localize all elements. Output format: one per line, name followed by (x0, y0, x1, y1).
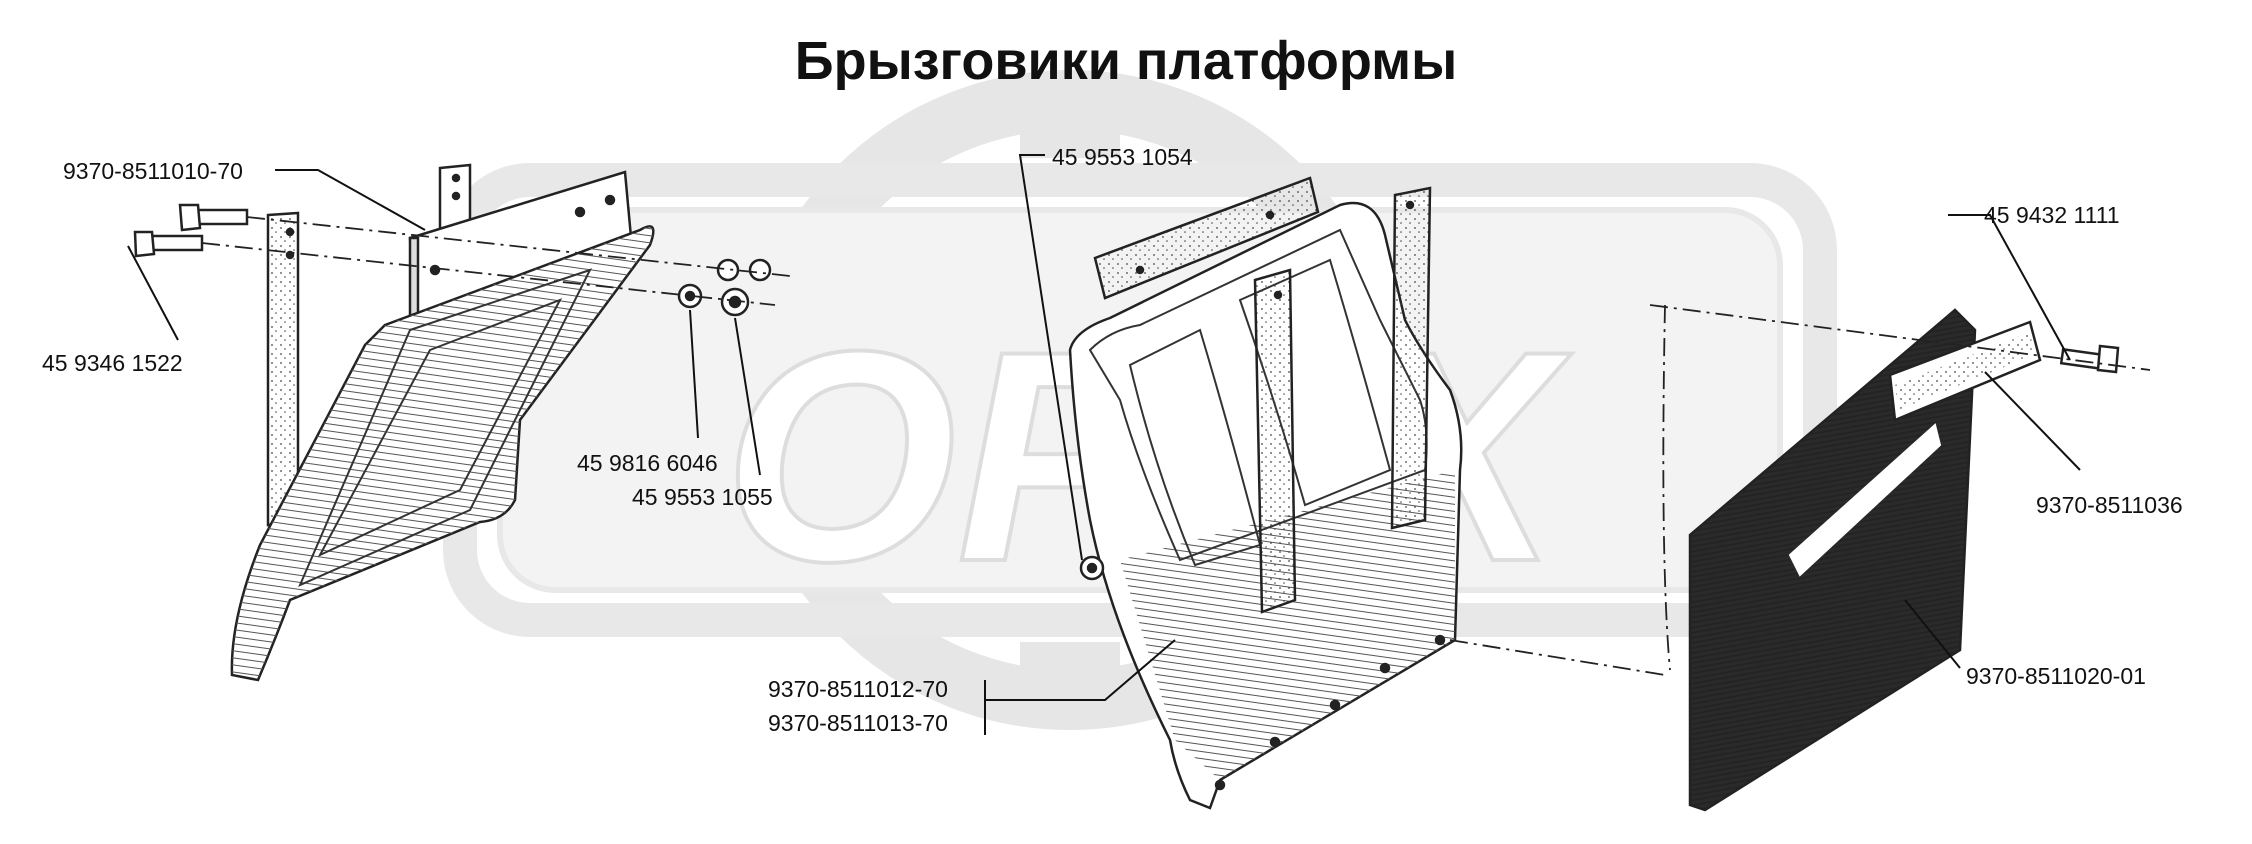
part-label-45-9553-1054: 45 9553 1054 (1052, 144, 1193, 170)
part-label-45-9432-1111: 45 9432 1111 (1984, 202, 2120, 228)
leader-lines (127, 154, 2081, 735)
bolt-icon (133, 203, 249, 258)
rear-mudflap-assembly (1449, 304, 2151, 812)
part-label-9370-8511020-01: 9370-8511020-01 (1966, 663, 2146, 689)
part-label-9370-8511010-70: 9370-8511010-70 (63, 158, 243, 184)
part-label-45-9816-6046: 45 9816 6046 (577, 450, 718, 476)
part-label-9370-8511013-70: 9370-8511013-70 (768, 710, 948, 736)
left-mudguard-assembly (133, 163, 791, 682)
page-title: Брызговики платформы (794, 31, 1458, 91)
nut-icon (677, 258, 772, 317)
part-label-45-9553-1055: 45 9553 1055 (632, 484, 773, 510)
part-label-9370-8511012-70: 9370-8511012-70 (768, 676, 948, 702)
part-label-45-9346-1522: 45 9346 1522 (42, 350, 183, 376)
center-mudguard-assembly (1068, 176, 1463, 810)
part-label-9370-8511036: 9370-8511036 (2036, 492, 2183, 518)
